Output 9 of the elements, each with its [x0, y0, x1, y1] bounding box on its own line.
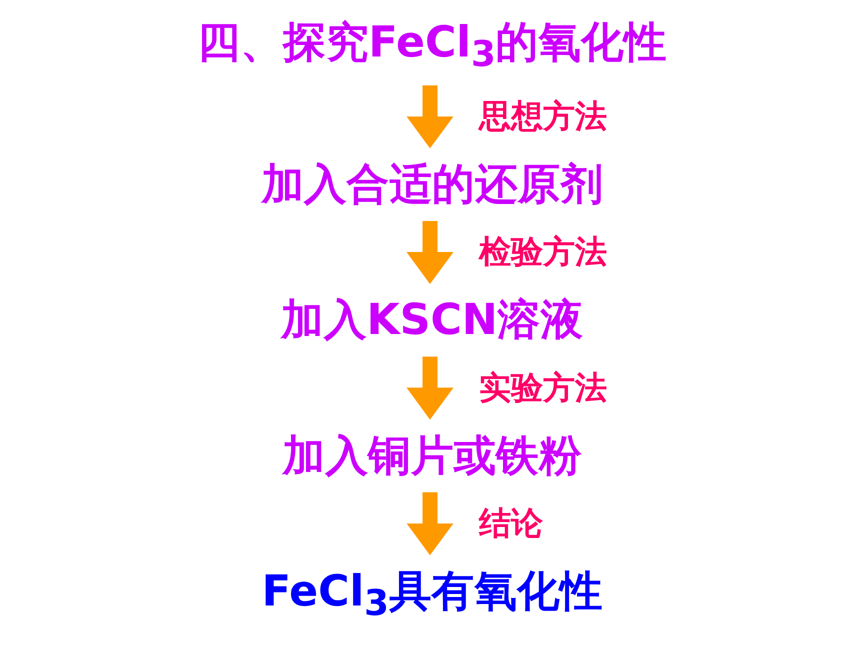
- edge-label: 思想方法: [479, 98, 608, 136]
- edge-label: 结论: [479, 505, 544, 542]
- node-text: 加入KSCN溶液: [281, 296, 584, 345]
- edge-label: 检验方法: [479, 234, 608, 272]
- node-text: 加入合适的还原剂: [261, 160, 603, 210]
- edge-label: 实验方法: [479, 369, 608, 407]
- node-text: 四、探究FeCl$_{3}$的氧化性: [198, 18, 667, 75]
- node-text: 加入铜片或铁粉: [282, 431, 582, 481]
- node-text: FeCl$_{3}$具有氧化性: [262, 567, 603, 624]
